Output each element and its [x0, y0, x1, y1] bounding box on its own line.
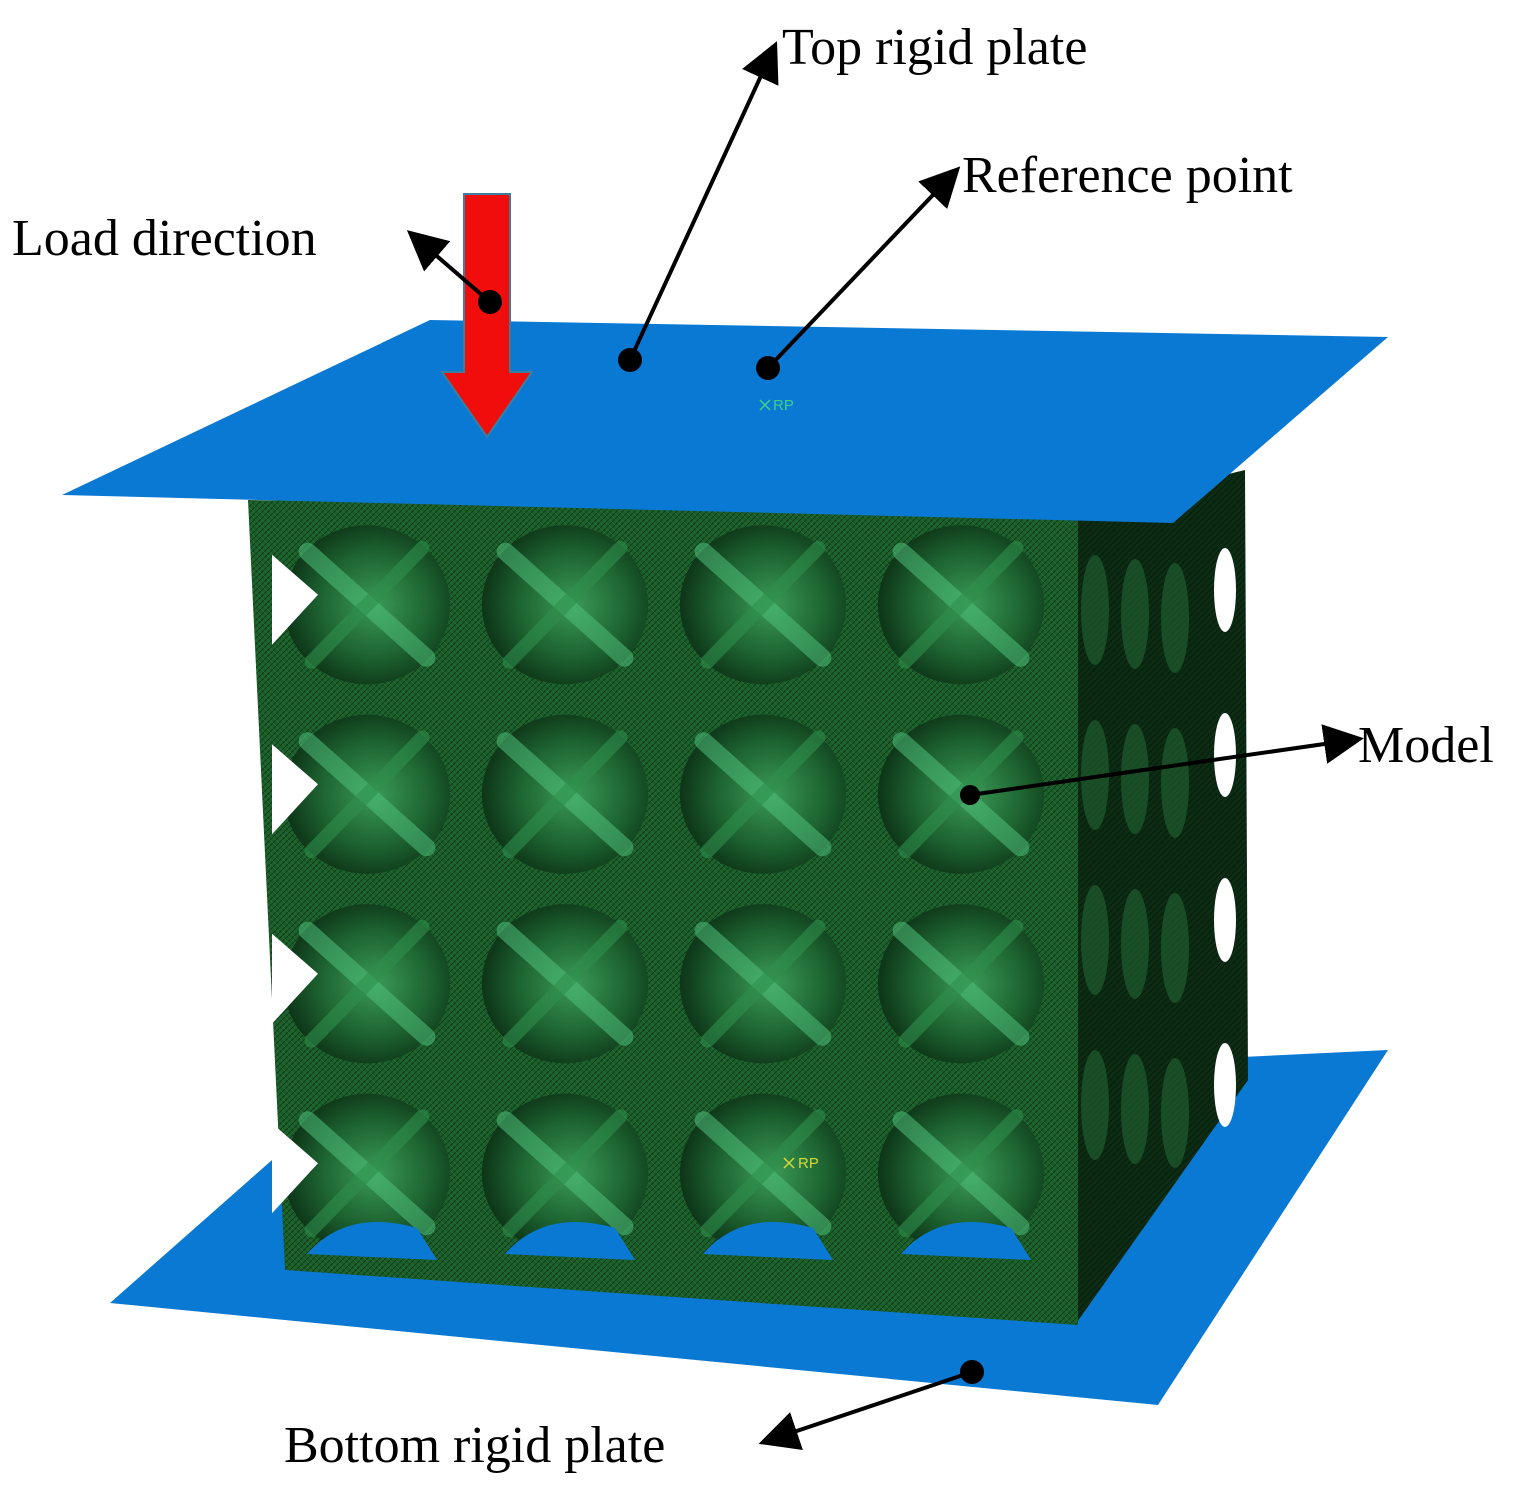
lattice-cell	[481, 714, 649, 874]
lattice-cell	[877, 904, 1045, 1064]
bottom-rp-marker: RP	[783, 1155, 819, 1172]
lattice-cell	[679, 714, 847, 874]
side-cell	[1081, 885, 1109, 995]
load-direction-label: Load direction	[12, 210, 317, 267]
side-opening	[1214, 713, 1236, 797]
lattice-cell	[283, 1093, 451, 1253]
bottom-opening	[703, 1221, 833, 1260]
model-lattice-cells	[272, 525, 1045, 1260]
side-opening	[1214, 548, 1236, 632]
top-rp-marker: RP	[759, 397, 794, 414]
side-opening	[1214, 878, 1236, 962]
edge-opening	[272, 933, 318, 1024]
lattice-cell	[877, 525, 1045, 685]
side-cell	[1121, 889, 1149, 999]
lattice-cell	[481, 525, 649, 685]
side-cell	[1161, 728, 1189, 838]
leader-dots	[478, 290, 984, 1384]
bottom-plate-leader	[758, 1370, 973, 1451]
leader-lines	[406, 41, 1364, 1451]
edge-opening	[272, 1123, 318, 1214]
side-cell	[1121, 1054, 1149, 1164]
bottom-opening	[901, 1221, 1031, 1260]
top-plate-leader	[628, 41, 779, 361]
model-side-face	[1072, 470, 1248, 1325]
lattice-cell	[679, 1093, 847, 1253]
reference-point-leader	[766, 166, 961, 370]
side-cell	[1121, 559, 1149, 669]
lattice-cell	[283, 714, 451, 874]
side-cell	[1081, 555, 1109, 665]
side-cell	[1161, 893, 1189, 1003]
lattice-cell	[481, 1093, 649, 1253]
top-rigid-plate	[62, 320, 1388, 523]
load-direction-leader	[406, 230, 492, 304]
load-direction-arrow	[440, 193, 534, 439]
reference-point-label: Reference point	[962, 147, 1293, 204]
top-rp-label: RP	[773, 397, 794, 414]
lattice-cell	[283, 525, 451, 685]
bottom-opening	[505, 1221, 635, 1260]
model-leader	[969, 724, 1364, 797]
lattice-cell	[283, 904, 451, 1064]
lattice-cell	[679, 904, 847, 1064]
bottom-opening	[307, 1221, 437, 1260]
model-label: Model	[1358, 717, 1494, 774]
lattice-cell	[679, 525, 847, 685]
model-front-face	[248, 500, 1078, 1325]
side-cell	[1161, 1058, 1189, 1168]
top-rigid-plate-label: Top rigid plate	[782, 19, 1087, 76]
side-opening	[1214, 1043, 1236, 1127]
bottom-rigid-plate-label: Bottom rigid plate	[284, 1417, 665, 1474]
side-cell	[1161, 563, 1189, 673]
edge-opening	[272, 554, 318, 645]
lattice-cell	[877, 1093, 1045, 1253]
side-cell	[1081, 1050, 1109, 1160]
side-cell	[1121, 724, 1149, 834]
edge-opening	[272, 744, 318, 835]
lattice-cell	[481, 904, 649, 1064]
model-side-openings	[1081, 548, 1236, 1168]
bottom-rp-label: RP	[798, 1155, 819, 1172]
